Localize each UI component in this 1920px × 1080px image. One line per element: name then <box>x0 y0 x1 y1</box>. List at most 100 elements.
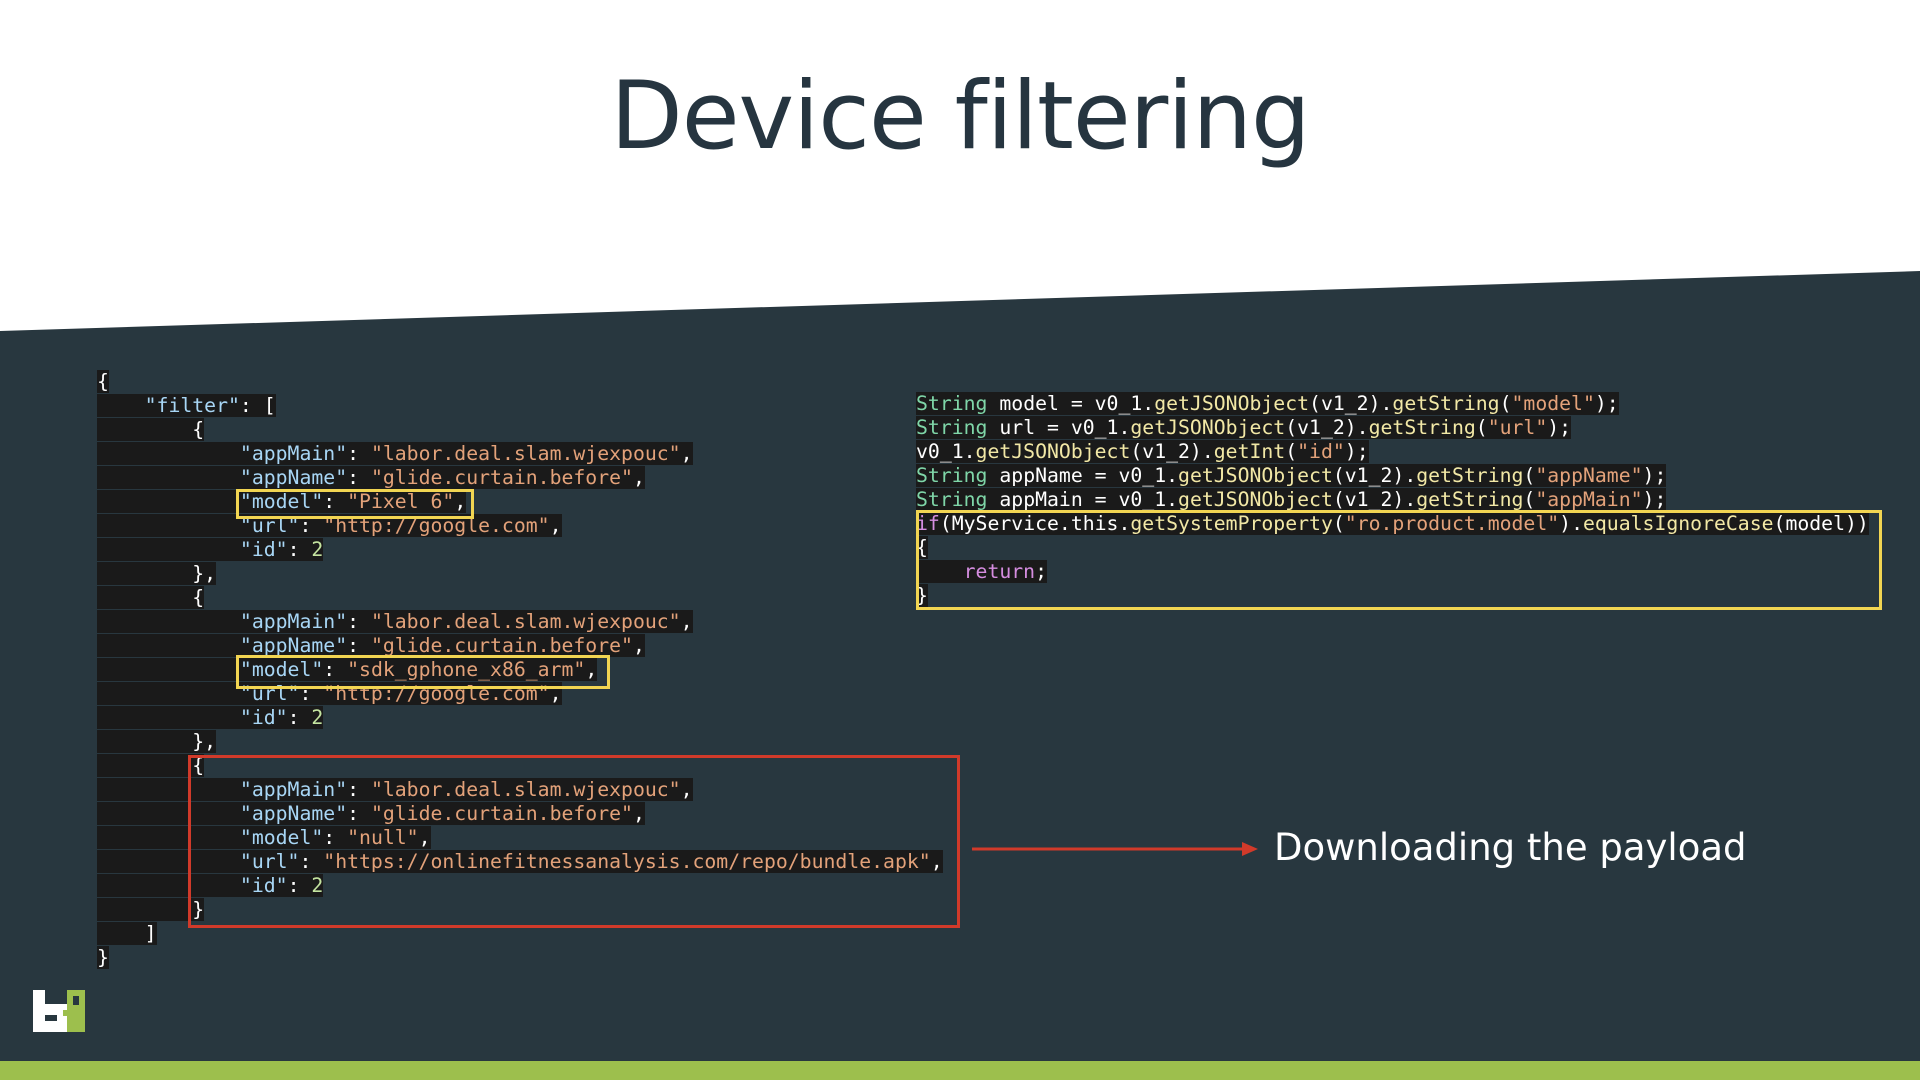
code-token: getJSONObject <box>1130 416 1286 439</box>
java-code-block: String model = v0_1.getJSONObject(v1_2).… <box>916 392 1869 608</box>
code-token: { <box>97 586 205 609</box>
code-token: , <box>632 466 645 489</box>
json-code-line: "id": 2 <box>97 706 943 730</box>
code-token: equalsIgnoreCase <box>1582 512 1774 535</box>
code-token: : <box>347 466 371 489</box>
json-code-line: "appMain": "labor.deal.slam.wjexpouc", <box>97 442 943 466</box>
code-token: : <box>323 490 348 513</box>
code-token: ); <box>1642 464 1667 487</box>
code-token: : <box>299 682 324 705</box>
logo-icon <box>33 990 85 1032</box>
code-token <box>97 610 240 633</box>
code-token: "id" <box>239 874 288 897</box>
json-code-line: { <box>97 754 943 778</box>
code-token: : <box>323 658 348 681</box>
code-token: (v1_2). <box>1309 392 1393 415</box>
code-token: : <box>347 442 371 465</box>
code-token: ); <box>1594 392 1619 415</box>
code-token: "appName" <box>1535 464 1643 487</box>
code-token: : <box>287 706 312 729</box>
java-code-line: v0_1.getJSONObject(v1_2).getInt("id"); <box>916 440 1869 464</box>
code-token: : <box>347 778 371 801</box>
json-code-line: "appName": "glide.curtain.before", <box>97 466 943 490</box>
code-token: url = v0_1. <box>987 416 1131 439</box>
code-token: String <box>916 488 988 511</box>
code-token: return <box>963 560 1036 583</box>
code-token: , <box>680 442 693 465</box>
json-code-line: ] <box>97 922 943 946</box>
code-token: { <box>97 418 205 441</box>
code-token: 2 <box>311 538 324 561</box>
code-token: "model" <box>239 826 324 849</box>
code-token: 2 <box>311 874 324 897</box>
code-token: , <box>632 802 645 825</box>
code-token: } <box>97 946 109 969</box>
code-token: : <box>347 634 371 657</box>
json-code-line: "appName": "glide.curtain.before", <box>97 802 943 826</box>
java-code-line: String model = v0_1.getJSONObject(v1_2).… <box>916 392 1869 416</box>
code-token: String <box>916 464 988 487</box>
code-token: ( <box>1285 440 1298 463</box>
code-token: "model" <box>1511 392 1595 415</box>
json-code-line: { <box>97 418 943 442</box>
footer-accent-bar <box>0 1061 1920 1080</box>
code-token: "ro.product.model" <box>1344 512 1560 535</box>
json-code-line: }, <box>97 562 943 586</box>
code-token: ); <box>1344 440 1369 463</box>
code-token: : [ <box>239 394 276 417</box>
slide-title: Device filtering <box>610 62 1310 171</box>
code-token: : <box>347 610 371 633</box>
json-code-line: "appMain": "labor.deal.slam.wjexpouc", <box>97 778 943 802</box>
code-token: ] <box>97 922 157 945</box>
code-token: "glide.curtain.before" <box>370 802 633 825</box>
code-token: "appMain" <box>1535 488 1643 511</box>
code-token: , <box>418 826 431 849</box>
json-code-line: "id": 2 <box>97 538 943 562</box>
code-token <box>97 442 240 465</box>
code-token: "url" <box>1487 416 1548 439</box>
java-code-line: return; <box>916 560 1869 584</box>
json-code-line: { <box>97 586 943 610</box>
code-token: ; <box>1035 560 1048 583</box>
code-token: ). <box>1559 512 1583 535</box>
json-code-line: "appMain": "labor.deal.slam.wjexpouc", <box>97 610 943 634</box>
json-code-line: "model": "null", <box>97 826 943 850</box>
code-token: model = v0_1. <box>987 392 1155 415</box>
highlight-model-sdk <box>236 655 610 689</box>
code-token: "http://google.com" <box>323 514 550 537</box>
code-token: ); <box>1547 416 1572 439</box>
code-token: : <box>287 538 312 561</box>
java-code-line: String appName = v0_1.getJSONObject(v1_2… <box>916 464 1869 488</box>
code-token: }, <box>97 562 217 585</box>
code-token <box>97 634 240 657</box>
json-code-line: "model": "sdk_gphone_x86_arm", <box>97 658 943 682</box>
code-token: ( <box>1332 512 1345 535</box>
code-token <box>97 538 240 561</box>
java-code-line: } <box>916 584 1869 608</box>
code-token: ( <box>1523 464 1536 487</box>
code-token: getJSONObject <box>975 440 1131 463</box>
code-token: "labor.deal.slam.wjexpouc" <box>370 610 681 633</box>
code-token: ( <box>1499 392 1512 415</box>
code-token: getString <box>1416 464 1524 487</box>
code-token: getSystemProperty <box>1130 512 1333 535</box>
json-code-line: "url": "https://onlinefitnessanalysis.co… <box>97 850 943 874</box>
code-token: (v1_2). <box>1285 416 1369 439</box>
json-code-line: "model": "Pixel 6", <box>97 490 943 514</box>
code-token: ( <box>1475 416 1488 439</box>
code-token <box>97 490 240 513</box>
code-token: (model)) <box>1773 512 1869 535</box>
code-token: getInt <box>1213 440 1286 463</box>
highlight-model-pixel6 <box>236 489 474 519</box>
code-token: (MyService.this. <box>939 512 1131 535</box>
code-token: getString <box>1368 416 1476 439</box>
code-token: }, <box>97 730 217 753</box>
code-token: "sdk_gphone_x86_arm" <box>347 658 586 681</box>
code-token <box>97 466 240 489</box>
code-token: String <box>916 416 988 439</box>
code-token <box>97 706 240 729</box>
java-code-line: String appMain = v0_1.getJSONObject(v1_2… <box>916 488 1869 512</box>
code-token: "appMain" <box>239 778 348 801</box>
json-code-line: "filter": [ <box>97 394 943 418</box>
code-token: "url" <box>239 514 300 537</box>
